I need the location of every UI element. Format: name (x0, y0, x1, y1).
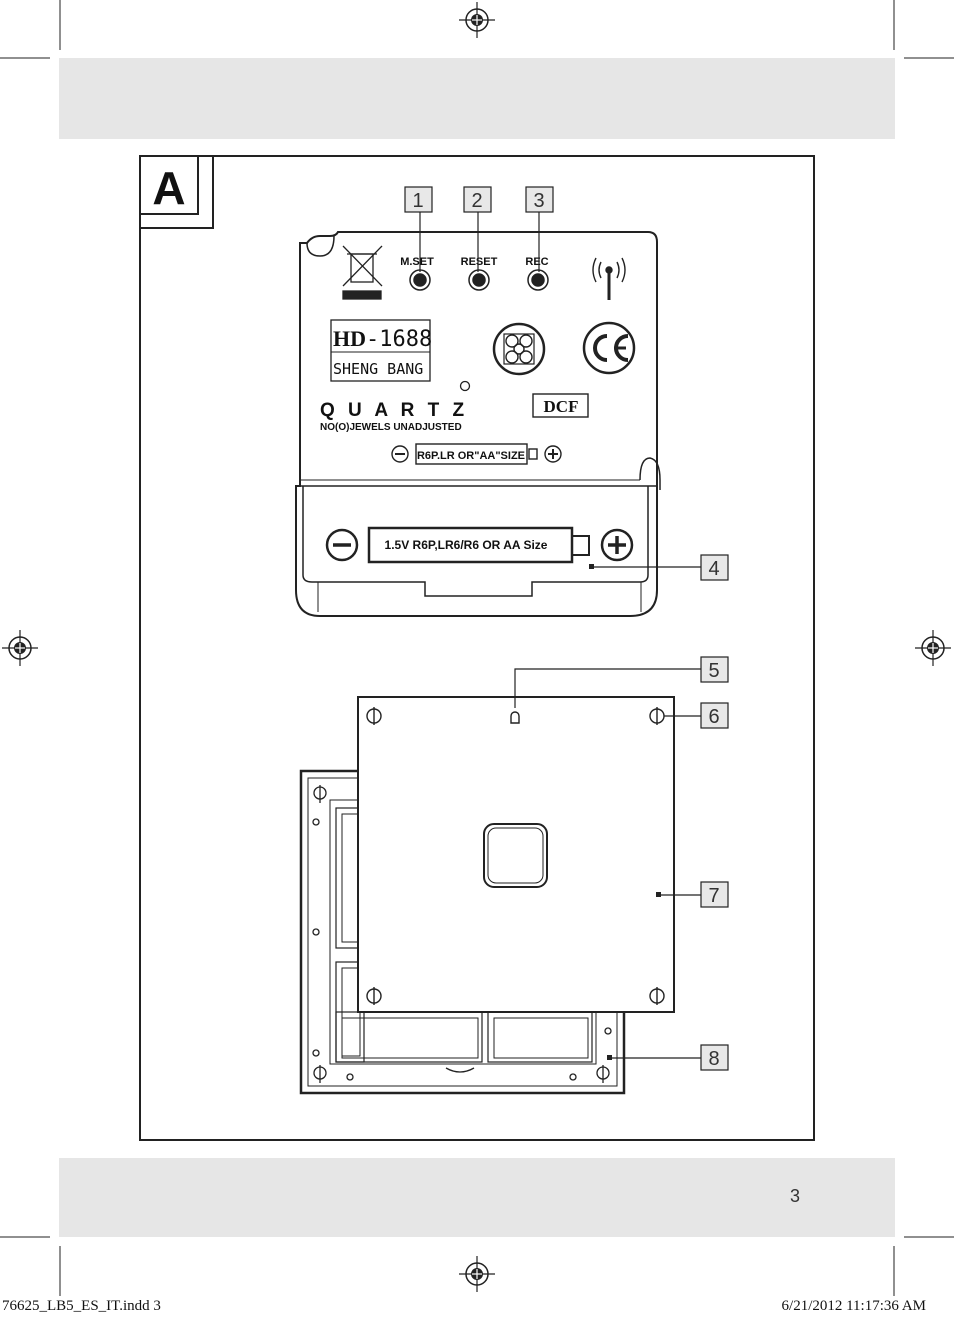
callout-8: 8 (700, 1044, 729, 1071)
figure-label: A (152, 162, 185, 214)
slug-file: 76625_LB5_ES_IT.indd 3 (2, 1298, 161, 1314)
back-plate (357, 696, 675, 1013)
svg-text:1: 1 (412, 190, 423, 212)
antenna-icon (592, 257, 626, 300)
registration-mark-top (459, 2, 495, 38)
svg-text:6: 6 (708, 706, 719, 728)
callout-6: 6 (700, 702, 729, 729)
clock-movement (295, 231, 661, 617)
registration-mark-bottom (459, 1256, 495, 1292)
model-number: -1688 (366, 327, 432, 352)
ce-mark-icon (582, 321, 636, 375)
dcf-box (532, 393, 589, 418)
svg-text:5: 5 (708, 660, 719, 682)
hanging-hole (510, 711, 520, 724)
callout-1: 1 (404, 186, 433, 213)
slug-timestamp: 6/21/2012 11:17:36 AM (781, 1298, 926, 1314)
reset-button[interactable] (468, 269, 490, 291)
model-brand: HD (333, 326, 366, 351)
leader-lines (419, 212, 701, 1059)
callout-5: 5 (700, 656, 729, 683)
battery-text-small: R6P.LR OR"AA"SIZE (417, 450, 525, 462)
svg-text:7: 7 (708, 885, 719, 907)
callout-2: 2 (463, 186, 492, 213)
svg-text:8: 8 (708, 1048, 719, 1070)
callout-4: 4 (700, 554, 729, 581)
maker-name: SHENG BANG (333, 360, 423, 378)
svg-text:3: 3 (533, 190, 544, 212)
quality-mark-icon (492, 322, 546, 376)
brand-box (330, 319, 431, 382)
header-band (59, 58, 895, 139)
registration-mark-left (2, 630, 38, 666)
battery-label-large (325, 526, 634, 564)
callout-3: 3 (525, 186, 554, 213)
weee-bin-icon (342, 245, 383, 300)
quartz-label: Q U A R T Z (320, 400, 468, 421)
button-label-mset: M.SET (400, 256, 434, 268)
registration-mark-right (915, 630, 951, 666)
figure-frame (139, 155, 815, 1141)
footer-band (59, 1158, 895, 1237)
button-label-rec: REC (525, 256, 548, 268)
svg-text:2: 2 (471, 190, 482, 212)
page-number: 3 (790, 1186, 801, 1206)
battery-text-large: 1.5V R6P,LR6/R6 OR AA Size (385, 538, 548, 552)
mset-button[interactable] (409, 269, 431, 291)
callout-7: 7 (700, 881, 729, 908)
button-label-reset: RESET (461, 256, 498, 268)
dcf-label: DCF (544, 397, 579, 416)
rec-button[interactable] (527, 269, 549, 291)
jewels-label: NO(O)JEWELS UNADJUSTED (320, 422, 462, 433)
battery-label-small (391, 443, 562, 465)
svg-text:4: 4 (708, 558, 719, 580)
